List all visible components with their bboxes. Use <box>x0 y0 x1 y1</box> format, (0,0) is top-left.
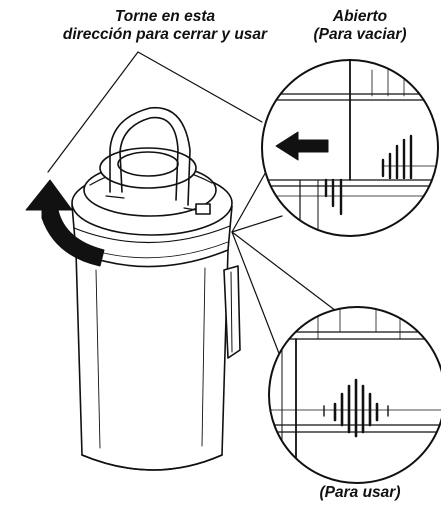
open-direction-arrow-icon <box>275 131 329 161</box>
rotate-instruction-label: Torne en esta dirección para cerrar y us… <box>40 8 290 44</box>
leader-line-closed-bottom <box>231 231 281 357</box>
leader-line-rotate-left <box>47 51 139 173</box>
open-detail-view <box>261 59 439 237</box>
open-state-label: Abierto (Para vaciar) <box>290 8 430 44</box>
side-clip <box>223 265 241 359</box>
rotate-instruction-line1: Torne en esta <box>114 8 216 25</box>
closed-detail-tick-marks <box>323 378 389 438</box>
rotate-instruction-line2: dirección para cerrar y usar <box>62 26 268 43</box>
container-body <box>75 249 229 471</box>
leader-line-rotate-right <box>137 51 263 123</box>
leader-line-closed-top <box>231 231 341 315</box>
open-state-line1: Abierto <box>332 8 388 25</box>
lid-top <box>71 147 233 236</box>
closed-detail-view <box>268 306 441 484</box>
closed-state-line2: (Para usar) <box>319 484 401 501</box>
handle <box>105 106 197 211</box>
open-detail-tick-marks <box>324 134 413 216</box>
leader-line-open-bottom <box>231 215 283 233</box>
rotation-arrow-icon <box>25 179 105 267</box>
open-state-line2: (Para vaciar) <box>313 26 407 43</box>
